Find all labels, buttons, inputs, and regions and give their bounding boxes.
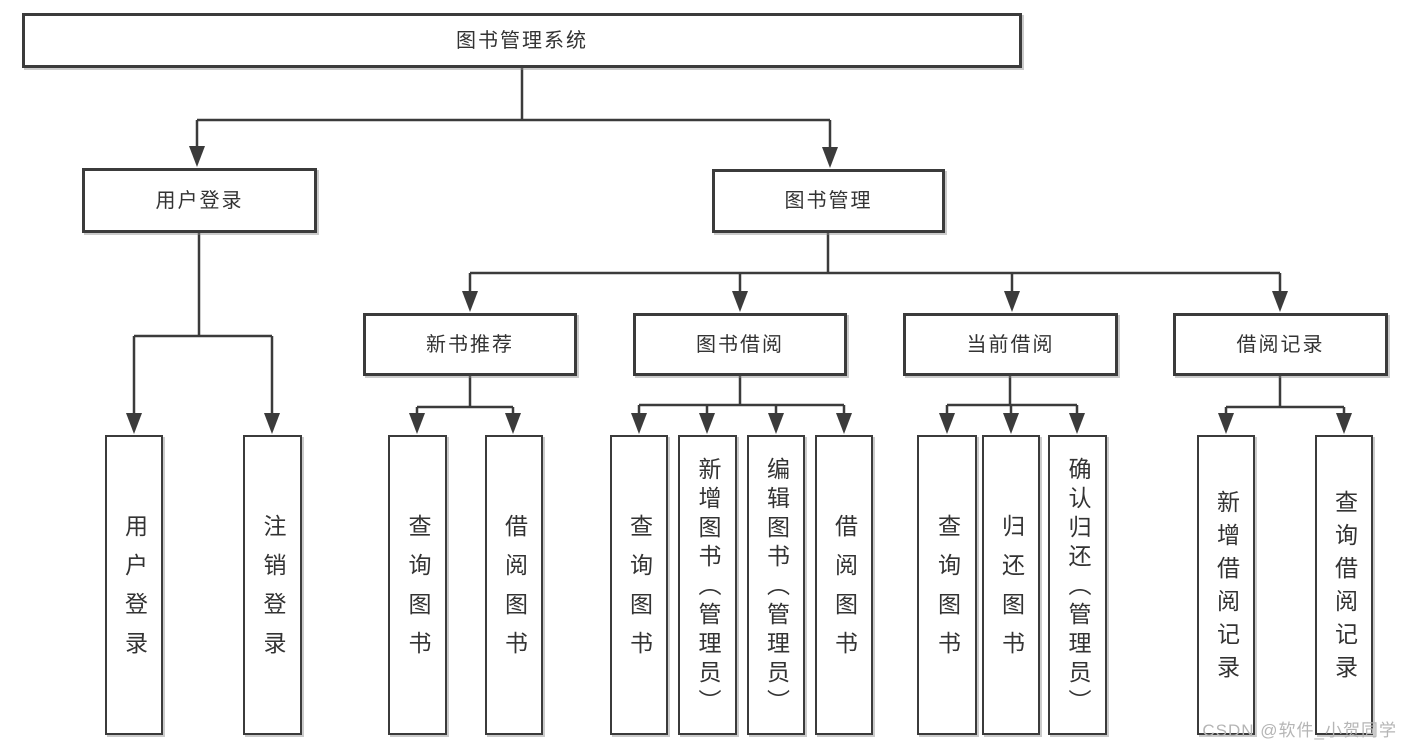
leaf-borrow-book-borrowing-label: 借阅图书 — [831, 514, 858, 670]
csdn-watermark: CSDN @软件_小贺同学 — [1202, 721, 1397, 740]
leaf-borrow-book-recommend: 借阅图书 — [485, 435, 543, 735]
node-user-login-label: 用户登录 — [155, 189, 244, 212]
leaf-return-book: 归还图书 — [982, 435, 1040, 735]
leaf-edit-book-admin-label: 编辑图书（管理员） — [763, 457, 790, 718]
node-new-book-recommend: 新书推荐 — [363, 313, 577, 376]
leaf-add-book-admin-label: 新增图书（管理员） — [695, 457, 721, 718]
node-user-login: 用户登录 — [82, 168, 317, 233]
node-book-borrowing: 图书借阅 — [633, 313, 847, 376]
node-current-borrowing: 当前借阅 — [903, 313, 1118, 376]
node-root-label: 图书管理系统 — [456, 29, 588, 52]
leaf-query-book-recommend: 查询图书 — [388, 435, 447, 735]
leaf-user-login: 用户登录 — [105, 435, 163, 735]
leaf-query-borrow-record-label: 查询借阅记录 — [1331, 490, 1358, 688]
leaf-user-login-label: 用户登录 — [121, 514, 148, 670]
leaf-query-book-current-label: 查询图书 — [934, 514, 961, 670]
node-book-borrowing-label: 图书借阅 — [696, 333, 784, 356]
leaf-confirm-return-admin: 确认归还（管理员） — [1048, 435, 1107, 735]
leaf-logout-label: 注销登录 — [260, 514, 286, 670]
leaf-borrow-book-recommend-label: 借阅图书 — [501, 514, 528, 670]
leaf-query-book-borrowing-label: 查询图书 — [626, 514, 653, 670]
leaf-query-book-recommend-label: 查询图书 — [405, 514, 431, 670]
node-current-borrowing-label: 当前借阅 — [966, 333, 1055, 356]
leaf-query-borrow-record: 查询借阅记录 — [1315, 435, 1373, 735]
leaf-logout: 注销登录 — [243, 435, 302, 735]
node-root-system: 图书管理系统 — [22, 13, 1022, 68]
node-book-management-label: 图书管理 — [784, 190, 873, 212]
node-borrow-records: 借阅记录 — [1173, 313, 1388, 376]
leaf-add-borrow-record: 新增借阅记录 — [1197, 435, 1255, 735]
node-new-book-recommend-label: 新书推荐 — [426, 333, 514, 356]
node-book-management: 图书管理 — [712, 169, 945, 233]
leaf-edit-book-admin: 编辑图书（管理员） — [747, 435, 805, 735]
leaf-return-book-label: 归还图书 — [998, 514, 1025, 670]
leaf-add-book-admin: 新增图书（管理员） — [678, 435, 737, 735]
leaf-borrow-book-borrowing: 借阅图书 — [815, 435, 873, 735]
node-borrow-records-label: 借阅记录 — [1236, 333, 1325, 356]
leaf-add-borrow-record-label: 新增借阅记录 — [1213, 490, 1240, 688]
leaf-query-book-borrowing: 查询图书 — [610, 435, 668, 735]
leaf-query-book-current: 查询图书 — [917, 435, 977, 735]
leaf-confirm-return-admin-label: 确认归还（管理员） — [1065, 457, 1091, 718]
